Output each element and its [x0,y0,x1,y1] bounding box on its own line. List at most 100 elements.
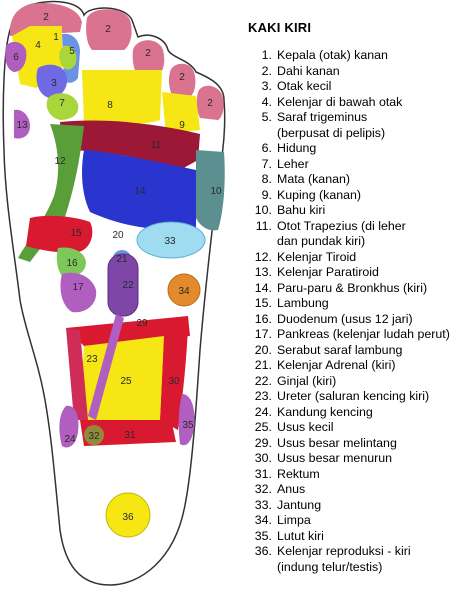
label-13: 13 [16,120,28,131]
label-5: 5 [69,46,75,57]
legend-item: 34.Limpa [248,513,470,529]
zone-34-spleen [167,273,201,307]
legend-item: 29.Usus besar melintang [248,436,470,452]
label-31: 31 [124,430,136,441]
legend-item: 10.Bahu kiri [248,203,470,219]
zone-9-ear [162,92,200,134]
zone-10-shoulder [196,150,225,231]
label-33: 33 [164,236,176,247]
label-15: 15 [70,228,82,239]
legend-item-label: Kelenjar reproduksi - kiri (indung telur… [277,544,411,574]
label-11: 11 [151,140,162,151]
zone-15-stomach [26,215,93,253]
label-23: 23 [86,354,98,365]
label-8: 8 [107,100,113,111]
legend-item-label: Leher [277,156,309,171]
legend-item-number: 31. [254,466,272,481]
legend-item-number: 23. [254,389,272,403]
label-3: 3 [51,78,57,89]
legend-item-label: Saraf trigeminus (berpusat di pelipis) [277,110,386,140]
label-22: 22 [122,280,134,291]
label-35: 35 [182,420,194,431]
legend-item-number: 21. [254,358,272,372]
zone-14-lungs [82,150,196,230]
legend-item-label: Anus [277,482,306,496]
legend-item: 7.Leher [248,157,470,173]
label-1: 1 [53,32,59,43]
legend-item: 14.Paru-paru & Bronkhus (kiri) [248,281,470,297]
legend-item-number: 10. [254,203,272,217]
legend-item: 15. Lambung [248,296,470,312]
legend-item: 21. Kelenjar Adrenal (kiri) [248,358,470,374]
zone-7-neck [46,93,79,120]
label-2-big-toe: 2 [43,12,49,23]
legend-item-label: Usus besar menurun [277,451,393,465]
legend-item-label: Kelenjar Tiroid [277,249,357,264]
legend-item-label: Usus kecil [277,420,334,434]
zone-33-heart [136,221,206,259]
legend-title: KAKI KIRI [248,20,312,35]
legend-item: 17. Pankreas (kelenjar ludah perut) [248,327,470,343]
legend-item-number: 30. [254,451,272,465]
legend-item-number: 29. [254,435,272,450]
legend-item-label: Lambung [277,296,329,310]
legend-item-number: 13. [254,265,272,279]
label-16: 16 [66,258,78,269]
zone-23-ureter-upper [66,328,88,420]
legend-item: 32. Anus [248,482,470,498]
legend-item-label: Dahi kanan [277,63,340,78]
legend-item-label: Kelenjar Paratiroid [277,265,379,279]
legend-item-label: Kelenjar di bawah otak [277,94,403,109]
legend-item: 33.Jantung [248,498,470,514]
label-21: 21 [116,254,128,265]
legend-item-label: Mata (kanan) [277,172,351,186]
zone-31-rectum [80,414,176,446]
legend-item-number: 3. [261,79,272,93]
zone-8-eye [82,70,162,125]
legend-item-label: Kandung kencing [277,404,373,419]
label-12: 12 [54,156,66,167]
label-30: 30 [168,376,180,387]
legend-item-number: 32. [254,482,272,496]
label-29: 29 [136,318,148,329]
label-9: 9 [179,120,185,131]
label-10: 10 [210,186,222,197]
zone-32-anus [84,425,104,445]
label-32: 32 [88,431,100,442]
label-7: 7 [59,98,65,109]
legend-item: 1.Kepala (otak) kanan [248,48,470,64]
zone-4-pituitary [59,45,77,70]
legend-item-number: 17. [254,327,272,341]
legend-item-number: 34. [254,513,272,527]
zone-23-ureter [88,314,124,420]
label-25: 25 [120,376,132,387]
legend-item-number: 15. [254,296,272,310]
legend-item: 31.Rektum [248,467,470,483]
legend-item: 24.Kandung kencing [248,405,470,421]
zone-12-thyroid [18,124,84,262]
zone-36-reproductive [105,492,151,538]
legend-item: 5.Saraf trigeminus (berpusat di pelipis) [248,110,470,141]
zone-13-parathyroid [14,109,30,139]
zone-24-bladder [59,405,79,448]
legend-item: 30. Usus besar menurun [248,451,470,467]
legend-item-label: Pankreas (kelenjar ludah perut) [277,327,450,341]
zone-16-duodenum [56,247,86,277]
legend-item: 11. Otot Trapezius (di leher dan pundak k… [248,219,470,250]
legend-item-label: Ureter (saluran kencing kiri) [277,389,430,403]
legend-item-number: 22. [254,373,272,388]
legend-item: 23. Ureter (saluran kencing kiri) [248,389,470,405]
label-24: 24 [64,434,76,445]
label-2-toe-3: 2 [145,48,151,59]
legend-item: 22.Ginjal (kiri) [248,374,470,390]
legend-item-label: Otot Trapezius (di leher dan pundak kiri… [277,218,406,249]
legend-item-number: 11. [255,218,272,233]
label-4: 4 [35,40,41,51]
label-2-toe-5: 2 [207,98,213,109]
zone-2-toe-4 [168,63,196,96]
legend-item-label: Kelenjar Adrenal (kiri) [277,358,396,372]
foot-reflexology-diagram: 2 2 2 2 2 1 4 5 6 3 7 8 9 13 11 12 14 10… [2,0,226,586]
legend-item-number: 35. [254,528,272,543]
legend-item: 8.Mata (kanan) [248,172,470,188]
